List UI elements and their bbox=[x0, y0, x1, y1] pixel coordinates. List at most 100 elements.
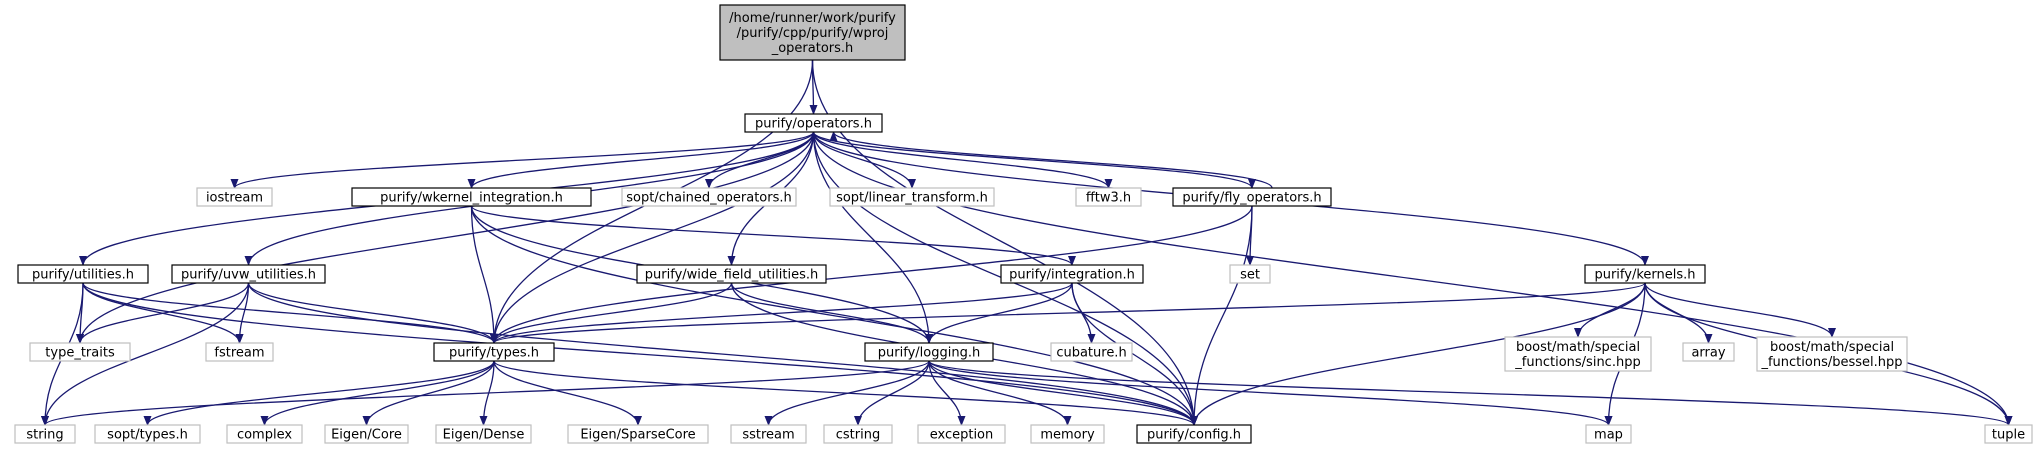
node-complex: complex bbox=[226, 424, 303, 444]
node-array: array bbox=[1682, 342, 1735, 362]
edge-uvw-to-string bbox=[41, 282, 250, 426]
edges-layer bbox=[41, 59, 2013, 426]
node-box bbox=[1075, 187, 1142, 207]
node-box bbox=[94, 424, 201, 444]
node-bessel: boost/math/special_functions/bessel.hpp bbox=[1756, 336, 1908, 372]
edge-fly-to-types bbox=[490, 205, 1253, 344]
node-label: purify/utilities.h bbox=[32, 268, 134, 283]
node-label: boost/math/special bbox=[1770, 340, 1894, 355]
node-label: complex bbox=[237, 428, 292, 443]
edge-types-to-eigencore bbox=[362, 360, 495, 426]
edge-fly-to-config bbox=[1190, 205, 1253, 426]
edge-kernels-to-bessel bbox=[1644, 282, 1836, 338]
node-label: tuple bbox=[1992, 428, 2025, 443]
node-wkernel[interactable]: purify/wkernel_integration.h bbox=[351, 187, 592, 207]
node-eigensparse: Eigen/SparseCore bbox=[567, 424, 709, 444]
edge-logging-to-exception bbox=[928, 360, 966, 426]
edge-integration-to-logging bbox=[925, 282, 1073, 344]
edge-operators-to-iostream bbox=[230, 131, 815, 189]
edge-logging-to-sstream bbox=[764, 360, 930, 426]
node-box bbox=[1229, 264, 1271, 284]
node-kernels[interactable]: purify/kernels.h bbox=[1584, 264, 1706, 284]
node-box bbox=[14, 424, 76, 444]
node-box bbox=[1585, 424, 1632, 444]
node-box bbox=[829, 187, 995, 207]
edge-operators-to-fly bbox=[812, 131, 1256, 189]
node-config[interactable]: purify/config.h bbox=[1136, 424, 1252, 444]
node-box bbox=[1172, 187, 1332, 207]
node-map: map bbox=[1585, 424, 1632, 444]
node-tuple: tuple bbox=[1984, 424, 2033, 444]
node-memory: memory bbox=[1030, 424, 1105, 444]
node-box bbox=[1984, 424, 2033, 444]
node-box bbox=[226, 424, 303, 444]
node-types[interactable]: purify/types.h bbox=[433, 342, 555, 362]
node-box bbox=[205, 342, 274, 362]
node-label: Eigen/SparseCore bbox=[580, 428, 695, 443]
node-label: memory bbox=[1040, 428, 1095, 443]
edge-logging-to-memory bbox=[928, 360, 1072, 426]
edge-integration-to-config bbox=[1071, 282, 1198, 426]
edge-logging-to-map bbox=[928, 360, 1613, 426]
edge-operators-to-fftw3 bbox=[812, 131, 1113, 189]
node-label: exception bbox=[930, 428, 994, 443]
node-label: _functions/bessel.hpp bbox=[1760, 355, 1902, 370]
node-label: cstring bbox=[836, 428, 880, 443]
node-box bbox=[324, 424, 409, 444]
node-fstream: fstream bbox=[205, 342, 274, 362]
node-eigendense: Eigen/Dense bbox=[435, 424, 532, 444]
node-label: purify/types.h bbox=[449, 346, 539, 361]
node-box bbox=[351, 187, 592, 207]
node-label: _functions/sinc.hpp bbox=[1514, 355, 1640, 370]
node-operators[interactable]: purify/operators.h bbox=[744, 113, 883, 133]
node-string: string bbox=[14, 424, 76, 444]
node-label: fstream bbox=[214, 346, 264, 361]
node-label: _operators.h bbox=[771, 41, 854, 56]
node-logging[interactable]: purify/logging.h bbox=[864, 342, 994, 362]
node-lintrans: sopt/linear_transform.h bbox=[829, 187, 995, 207]
node-label: purify/integration.h bbox=[1009, 268, 1135, 283]
edge-kernels-to-types bbox=[490, 282, 1646, 344]
node-label: purify/config.h bbox=[1147, 428, 1241, 443]
node-utilities[interactable]: purify/utilities.h bbox=[17, 264, 149, 284]
node-sstream: sstream bbox=[730, 424, 807, 444]
node-label: sopt/linear_transform.h bbox=[836, 191, 988, 206]
edge-operators-to-wkernel bbox=[467, 131, 815, 189]
node-box bbox=[433, 342, 555, 362]
node-label: string bbox=[26, 428, 63, 443]
edge-operators-to-lintrans bbox=[812, 131, 916, 189]
node-exception: exception bbox=[917, 424, 1006, 444]
node-box bbox=[1504, 336, 1652, 372]
node-root: /home/runner/work/purify/purify/cpp/puri… bbox=[719, 4, 906, 61]
node-box bbox=[1030, 424, 1105, 444]
node-box bbox=[744, 113, 883, 133]
node-box bbox=[29, 342, 131, 362]
edge-wkernel-to-integration bbox=[470, 205, 1076, 266]
node-box bbox=[719, 4, 906, 61]
node-uvw[interactable]: purify/uvw_utilities.h bbox=[171, 264, 326, 284]
node-set: set bbox=[1229, 264, 1271, 284]
node-widefield[interactable]: purify/wide_field_utilities.h bbox=[636, 264, 827, 284]
node-box bbox=[567, 424, 709, 444]
node-label: sopt/chained_operators.h bbox=[626, 191, 791, 206]
edge-logging-to-cstring bbox=[854, 360, 930, 426]
node-label: fftw3.h bbox=[1086, 191, 1131, 206]
edge-widefield-to-logging bbox=[730, 282, 933, 344]
node-box bbox=[1756, 336, 1908, 372]
node-box bbox=[823, 424, 893, 444]
node-integration[interactable]: purify/integration.h bbox=[1000, 264, 1144, 284]
edge-uvw-to-config bbox=[247, 282, 1198, 426]
edge-integration-to-types bbox=[490, 282, 1073, 344]
node-box bbox=[1584, 264, 1706, 284]
node-sinc: boost/math/special_functions/sinc.hpp bbox=[1504, 336, 1652, 372]
node-iostream: iostream bbox=[196, 187, 273, 207]
node-label: sstream bbox=[742, 428, 794, 443]
node-fftw3: fftw3.h bbox=[1075, 187, 1142, 207]
node-fly[interactable]: purify/fly_operators.h bbox=[1172, 187, 1332, 207]
node-label: iostream bbox=[206, 191, 263, 206]
edge-utilities-to-types bbox=[82, 282, 498, 344]
node-box bbox=[917, 424, 1006, 444]
node-label: boost/math/special bbox=[1516, 340, 1640, 355]
edge-types-to-eigensparse bbox=[493, 360, 642, 426]
